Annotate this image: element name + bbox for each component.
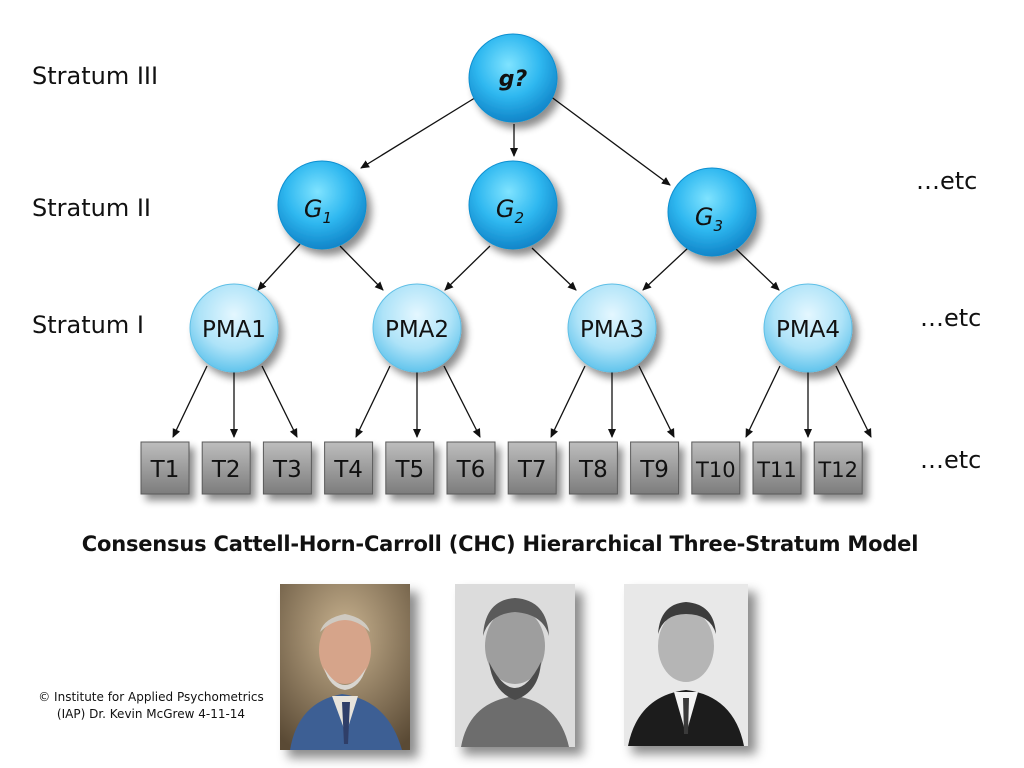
arrow-pma1-to-t1	[172, 365, 208, 438]
test-box-1	[140, 441, 190, 495]
test-box-2	[201, 441, 251, 495]
node-pma4	[763, 283, 853, 373]
node-g3-sub: 3	[714, 217, 724, 235]
arrow-g2-to-pma2	[444, 245, 491, 291]
diagram-caption: Consensus Cattell-Horn-Carroll (CHC) Hie…	[81, 532, 919, 556]
etc-label-tests: …etc	[920, 446, 982, 474]
arrow-g-to-g3	[549, 95, 671, 186]
node-g1-sub: 1	[323, 209, 333, 227]
node-g2-base: G	[496, 195, 515, 223]
test-box-label-12: T12	[817, 458, 858, 482]
test-box-7	[507, 441, 557, 495]
arrow-pma4-to-t12	[835, 365, 872, 438]
node-pma1	[189, 283, 279, 373]
node-g2	[468, 160, 558, 250]
test-box-label-9: T9	[639, 457, 669, 483]
copyright-notice: © Institute for Applied Psychometrics (I…	[36, 689, 266, 723]
node-pma1-label: PMA1	[202, 317, 266, 343]
portrait-photo-1	[280, 584, 410, 750]
test-box-10	[691, 441, 741, 495]
stratum-i-label: Stratum I	[32, 311, 144, 339]
node-pma3-label: PMA3	[580, 317, 644, 343]
test-box-label-3: T3	[272, 457, 302, 483]
node-g3-base: G	[695, 203, 714, 231]
arrow-pma2-to-t4	[355, 365, 391, 438]
arrow-pma3-to-t7	[550, 365, 586, 438]
node-g1	[277, 160, 367, 250]
test-box-12	[813, 441, 863, 495]
test-box-4	[324, 441, 374, 495]
arrow-pma3-to-t9	[638, 365, 675, 438]
test-box-label-6: T6	[456, 457, 486, 483]
test-box-5	[385, 441, 435, 495]
node-g	[468, 33, 558, 123]
test-box-6	[446, 441, 496, 495]
node-pma2	[372, 283, 462, 373]
test-box-label-5: T5	[394, 457, 424, 483]
test-box-8	[568, 441, 618, 495]
etc-label-stratum-ii: …etc	[916, 167, 978, 195]
portrait-photo-3	[624, 584, 748, 746]
arrow-g-to-g1	[360, 95, 479, 169]
arrows	[172, 95, 872, 438]
node-g2-sub: 2	[515, 209, 525, 227]
arrow-pma4-to-t10	[745, 365, 781, 438]
arrow-g1-to-pma1	[257, 243, 301, 291]
node-g2-label: G2	[496, 195, 524, 227]
test-box-3	[262, 441, 312, 495]
node-g1-base: G	[304, 195, 323, 223]
portrait-photo-2	[455, 584, 575, 747]
node-pma2-label: PMA2	[385, 317, 449, 343]
arrow-g3-to-pma3	[642, 247, 689, 291]
test-box-9	[630, 441, 680, 495]
test-box-label-7: T7	[517, 457, 547, 483]
test-box-label-10: T10	[695, 458, 736, 482]
stratum-ii-label: Stratum II	[32, 194, 152, 222]
copyright-line-2: (IAP) Dr. Kevin McGrew 4-11-14	[56, 707, 246, 721]
test-box-label-1: T1	[150, 457, 180, 483]
arrow-g1-to-pma2	[339, 245, 384, 291]
node-pma4-label: PMA4	[776, 317, 840, 343]
node-pma3	[567, 283, 657, 373]
node-g1-label: G1	[304, 195, 332, 227]
test-boxes: T1 T2 T3 T4 T5 T6 T7 T8 T9 T10 T11 T12	[140, 441, 863, 495]
stratum-iii-label: Stratum III	[32, 62, 159, 90]
node-g3	[667, 167, 757, 257]
test-box-label-4: T4	[333, 457, 363, 483]
test-box-label-11: T11	[756, 458, 797, 482]
node-g-label: g?	[499, 67, 528, 92]
copyright-line-1: © Institute for Applied Psychometrics	[38, 690, 264, 704]
etc-label-stratum-i: …etc	[920, 304, 982, 332]
node-g3-label: G3	[695, 203, 723, 235]
arrow-g2-to-pma3	[531, 247, 577, 291]
test-box-11	[752, 441, 802, 495]
arrow-pma1-to-t3	[261, 365, 298, 438]
test-box-label-2: T2	[211, 457, 241, 483]
arrow-pma2-to-t6	[443, 365, 481, 438]
arrow-g3-to-pma4	[734, 247, 780, 291]
test-box-label-8: T8	[578, 457, 608, 483]
